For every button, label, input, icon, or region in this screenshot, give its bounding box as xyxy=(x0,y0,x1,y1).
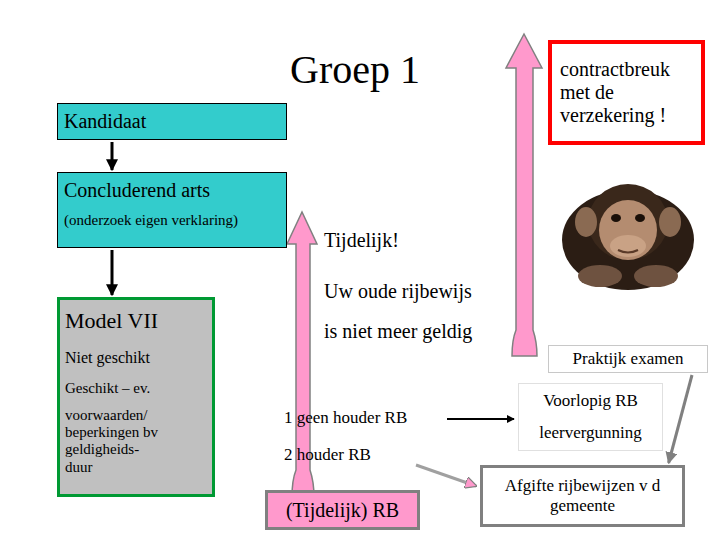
node-text: Geschikt – ev. xyxy=(65,380,150,397)
leader-arrow xyxy=(447,418,514,420)
chimp-eye xyxy=(611,214,621,222)
node-content: Praktijk examen xyxy=(553,349,703,369)
flow-arrow xyxy=(111,142,114,170)
node-text: Niet geschikt xyxy=(65,349,150,367)
node-text: Praktijk examen xyxy=(573,349,684,369)
note-text: is niet meer geldig xyxy=(324,320,472,343)
process-box: Concluderend arts (onderzoek eigen verkla… xyxy=(57,172,287,248)
node-text: contractbreuk met de verzekering ! xyxy=(560,58,692,127)
slide-title: Groep 1 xyxy=(290,46,420,93)
node-text: leervergunning xyxy=(539,423,642,443)
note-text: Uw oude rijbewijs xyxy=(324,280,472,303)
chimp-body xyxy=(562,190,694,290)
chimpanzee-picture xyxy=(562,184,694,290)
chimp-hand xyxy=(578,265,622,287)
node-text: voorwaarden/ beperkingen bv geldigheids-… xyxy=(65,407,169,476)
node-content: Model VII Niet geschiktGeschikt – ev. voor… xyxy=(65,308,207,476)
flow-arrow xyxy=(669,375,692,463)
node-content: Afgifte rijbewijzen v d gemeente xyxy=(489,476,676,515)
node-content: Voorlopig RB leervergunning xyxy=(523,391,658,442)
warning-box: contractbreuk met de verzekering ! xyxy=(548,40,705,145)
chimp-hand xyxy=(634,265,678,287)
result-box: (Tijdelijk) RB xyxy=(265,490,420,530)
note-text: 1 geen houder RB xyxy=(284,408,407,428)
process-box: Afgifte rijbewijzen v d gemeente xyxy=(480,465,685,527)
chimp-mouth xyxy=(618,250,638,253)
chimp-head xyxy=(588,184,668,260)
node-content: contractbreuk met de verzekering ! xyxy=(560,58,693,127)
chimp-ear xyxy=(575,207,597,237)
pink-block-arrow xyxy=(506,34,542,356)
chimp-face xyxy=(599,200,657,260)
process-box: Voorlopig RB leervergunning xyxy=(518,383,663,451)
node-text: Kandidaat xyxy=(64,110,146,133)
node-text: Voorlopig RB xyxy=(543,391,638,411)
flow-arrow xyxy=(111,250,114,295)
node-content: (Tijdelijk) RB xyxy=(272,499,413,522)
chimp-muzzle xyxy=(610,235,646,257)
process-box: Praktijk examen xyxy=(548,345,708,373)
process-box: Kandidaat xyxy=(57,103,287,140)
result-box: Model VII Niet geschiktGeschikt – ev. voor… xyxy=(57,297,215,497)
node-text: Afgifte rijbewijzen v d gemeente xyxy=(489,476,676,515)
note-text: Tijdelijk! xyxy=(324,229,399,252)
chimp-ear xyxy=(659,207,681,237)
node-text: (Tijdelijk) RB xyxy=(286,499,399,522)
chimp-eye xyxy=(635,214,645,222)
node-text: Concluderend arts xyxy=(64,179,210,202)
node-text: (onderzoek eigen verklaring) xyxy=(64,212,238,229)
node-content: Kandidaat xyxy=(64,110,280,133)
leader-arrow xyxy=(416,465,476,486)
node-text: Model VII xyxy=(65,308,158,333)
node-content: Concluderend arts (onderzoek eigen verkla… xyxy=(64,179,280,229)
note-text: 2 houder RB xyxy=(284,445,371,465)
